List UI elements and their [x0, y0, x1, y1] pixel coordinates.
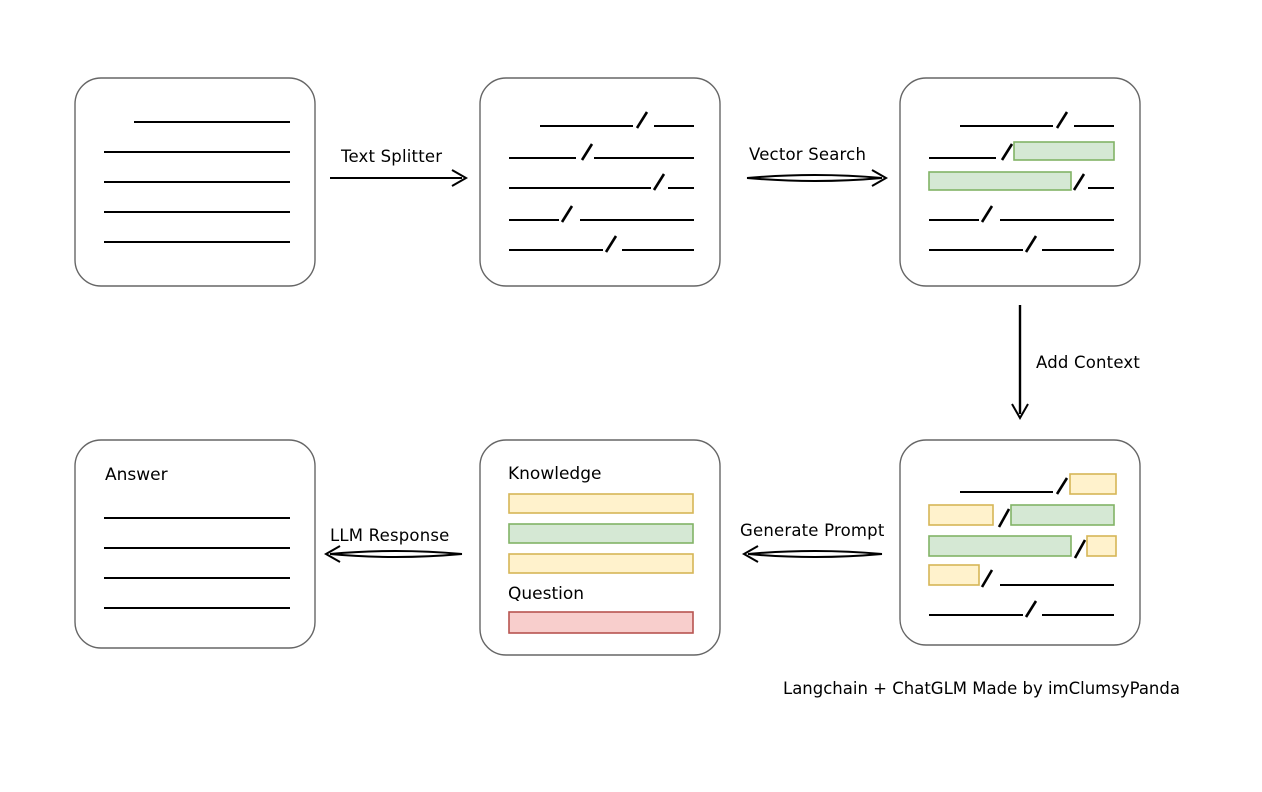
context-chip-green-2: [928, 535, 1072, 557]
source-document[interactable]: [74, 77, 316, 287]
edge-label-generate-prompt: Generate Prompt: [740, 521, 885, 540]
question-label: Question: [508, 584, 585, 604]
split-document-frame: [479, 77, 721, 287]
edge-generate-prompt: [741, 545, 883, 563]
context-document[interactable]: [899, 439, 1141, 646]
edge-label-add-context: Add Context: [1036, 353, 1141, 372]
edge-text-splitter: [330, 169, 469, 187]
answer-box-lines: [104, 516, 290, 610]
prompt-box-question-chips: [508, 611, 694, 634]
footer-credit: Langchain + ChatGLM Made by imClumsyPand…: [783, 679, 1180, 698]
knowledge-chip-1: [508, 493, 694, 514]
source-document-lines: [104, 120, 290, 244]
prompt-box-knowledge-chips: [508, 493, 694, 574]
retrieved-document[interactable]: [899, 77, 1141, 287]
knowledge-label: Knowledge: [508, 464, 602, 484]
question-chip-1: [508, 611, 694, 634]
retrieved-document-lines: [928, 111, 1115, 253]
context-chip-yellow-1: [1069, 473, 1117, 495]
context-chip-yellow-3: [1086, 535, 1117, 557]
retrieved-chip-green-2: [928, 171, 1072, 191]
edge-vector-search: [746, 169, 889, 187]
retrieved-chip-green-1: [1013, 141, 1115, 161]
edge-llm-response: [323, 545, 463, 563]
split-document[interactable]: [479, 77, 721, 287]
answer-box-frame: [74, 439, 316, 649]
edge-label-text-splitter: Text Splitter: [341, 147, 443, 166]
split-document-lines: [509, 111, 694, 253]
edge-add-context: [1011, 305, 1029, 421]
prompt-box[interactable]: [479, 439, 721, 656]
edge-label-vector-search: Vector Search: [749, 145, 867, 164]
context-chip-yellow-2: [928, 504, 994, 526]
edge-label-llm-response: LLM Response: [330, 526, 450, 545]
context-chip-yellow-4: [928, 564, 980, 586]
answer-box[interactable]: [74, 439, 316, 649]
answer-label: Answer: [105, 465, 168, 485]
context-document-lines: [928, 473, 1117, 618]
knowledge-chip-3: [508, 553, 694, 574]
context-chip-green-1: [1010, 504, 1115, 526]
knowledge-chip-2: [508, 523, 694, 544]
